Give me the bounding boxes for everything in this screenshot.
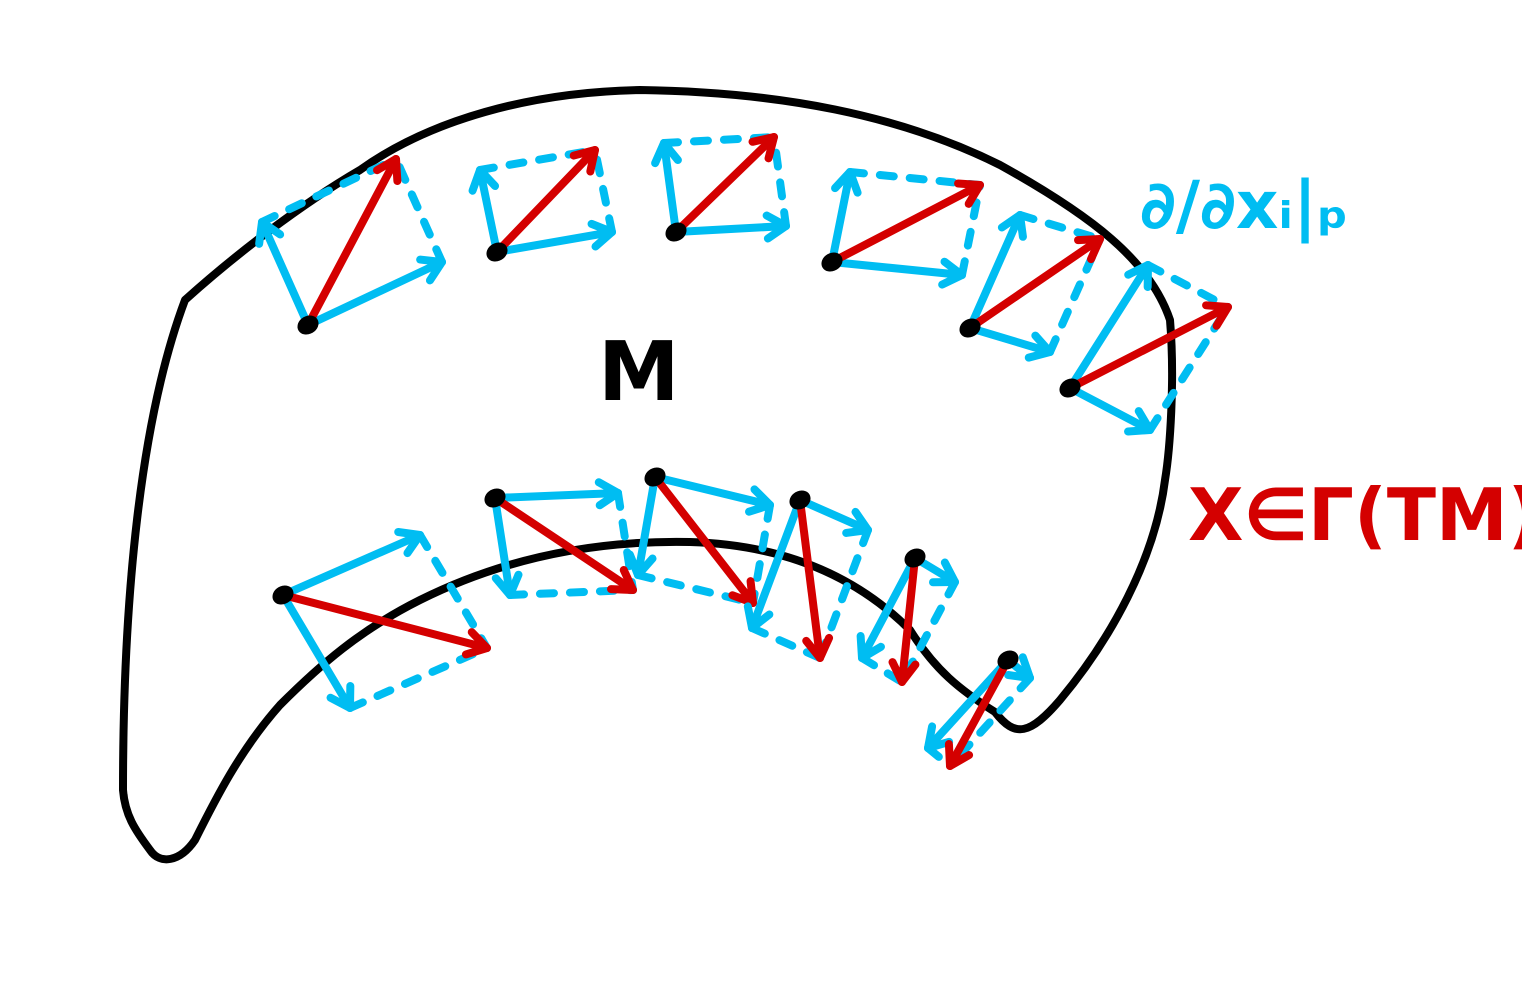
basis-vector-arrow [493,219,616,256]
basis-vector-arrow [651,473,774,516]
vector-field-arrow [672,133,778,236]
dashed-parallel-edge [749,501,774,607]
dashed-parallel-edge [591,146,616,236]
tangent-frames [255,133,1232,770]
vector-field-arrow [491,494,637,594]
basis-vector-arrow [966,324,1054,362]
base-point [484,488,506,508]
vector-field-arrow [1066,301,1232,392]
dashed-parallel-edge [392,155,446,266]
base-point [821,252,843,272]
dashed-parallel-edge [770,133,790,230]
basis-vector-arrow [966,211,1027,332]
dashed-parallel-edge [816,526,872,662]
manifold-label: M [598,325,680,420]
basis-vector-arrow [279,591,355,712]
basis-vector-arrow [1066,261,1152,392]
dashed-parallel-edge [958,181,984,279]
vector-field-arrow [279,591,491,659]
base-point [959,318,981,338]
basis-vector-arrow [856,554,919,662]
basis-vectors-label: ∂/∂xᵢ|ₚ [1140,167,1349,245]
basis-vector-arrow [796,496,872,537]
base-point [1059,378,1081,398]
basis-vector-arrow [743,496,804,632]
dashed-parallel-edge [946,674,1034,770]
dashed-parallel-edge [846,168,984,189]
base-point [644,467,666,487]
dashed-parallel-edge [858,654,906,686]
base-point [272,585,294,605]
vector-field-label: X∈Γ(TM) [1188,473,1522,557]
base-point [297,315,319,335]
vector-field-arrow [828,179,984,266]
basis-vector-arrow [672,211,790,243]
basis-vector-arrow [651,139,682,236]
vector-field-arrow [966,235,1104,332]
dashed-parallel-edge [1144,261,1232,311]
base-point [789,490,811,510]
dashed-parallel-edge [1016,211,1104,243]
basis-vector-arrow [828,168,862,266]
vector-field-arrow [493,146,599,256]
basis-vector-arrow [304,255,446,329]
dashed-parallel-edge [416,531,491,652]
basis-vector-arrow [255,218,312,329]
basis-vector-arrow [1066,384,1154,436]
basis-vector-arrow [924,656,1012,752]
base-point [997,650,1019,670]
basis-vector-arrow [468,166,501,256]
vector-field-arrow [888,554,920,686]
dashed-parallel-edge [346,644,491,712]
vector-field-arrow [651,473,757,607]
base-point [486,242,508,262]
vector-field-arrow [796,496,834,662]
dashed-parallel-edge [614,489,637,594]
vector-field-arrow [944,656,1012,770]
basis-vector-arrow [279,527,424,599]
basis-vector-arrow [828,257,966,289]
basis-vector-arrow [625,473,659,579]
base-point [904,548,926,568]
basis-vector-arrow [491,494,523,599]
base-point [665,222,687,242]
basis-vector-arrow [491,478,622,510]
vector-field-arrow [304,155,402,329]
dashed-parallel-edge [748,624,824,662]
